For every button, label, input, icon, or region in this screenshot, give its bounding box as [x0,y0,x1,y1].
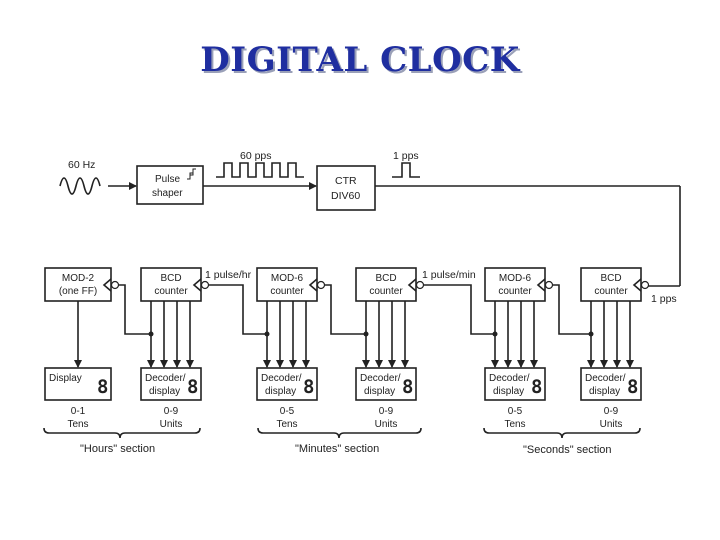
seconds-section-label: "Seconds" section [523,444,612,456]
counter-sublabel-1: counter [154,286,188,297]
display-label-4: Decoder/ [489,373,530,384]
digit-range-1: 0-9 [164,406,179,417]
digit-place-5: Units [600,419,623,430]
pulse-min-label: 1 pulse/min [422,269,476,281]
60pps-label: 60 pps [240,150,272,162]
counter-box-2 [256,267,318,302]
digit-range-0: 0-1 [71,406,86,417]
clock-bubble-0 [110,280,120,290]
clock-bubble-4 [544,280,554,290]
sine-wave-icon [59,177,101,195]
clock-triangle-3 [407,278,417,292]
ctr-label: CTR [335,175,357,187]
display-label-2: Decoder/ [261,373,302,384]
digit-place-1: Units [160,419,183,430]
counter-label-1: BCD [160,273,181,284]
digit-place-4: Tens [504,419,525,430]
schmitt-trigger-icon [187,168,196,180]
hours-section-label: "Hours" section [80,443,155,455]
clock-triangle-0 [102,278,112,292]
pulse-shaper-box [136,165,204,205]
display-box-0 [44,367,112,401]
digit-place-2: Tens [276,419,297,430]
clock-bubble-3 [415,280,425,290]
carry-line-0 [119,284,151,335]
clock-triangle-2 [308,278,318,292]
display-box-4 [484,367,546,401]
digit-range-2: 0-5 [280,406,295,417]
counter-label-0: MOD-2 [62,273,95,284]
counter-label-3: BCD [375,273,396,284]
seven-segment-digit-0: 8 [97,376,108,398]
counter-box-5 [580,267,642,302]
digit-range-5: 0-9 [604,406,619,417]
digit-range-4: 0-5 [508,406,523,417]
pulse-shaper-label: Pulse [155,174,180,185]
counter-sublabel-0: (one FF) [59,286,97,297]
carry-line-2 [553,284,591,335]
display-sublabel-4: display [493,386,524,397]
section-carry-line-1 [424,284,495,335]
digit-place-0: Tens [67,419,88,430]
clock-triangle-1 [192,278,202,292]
counter-label-4: MOD-6 [499,273,532,284]
clock-bubble-5 [640,280,650,290]
clock-bubble-2 [316,280,326,290]
display-sublabel-3: display [364,386,395,397]
section-brace-0 [43,427,201,439]
counter-box-4 [484,267,546,302]
counter-sublabel-4: counter [498,286,532,297]
clock-triangle-5 [632,278,642,292]
carry-line-1 [325,284,366,335]
section-brace-1 [257,427,422,439]
ctr-div-label: DIV60 [331,190,360,202]
pulse-1pps [392,162,420,178]
display-label-5: Decoder/ [585,373,626,384]
section-carry-line-0 [209,284,267,335]
counter-sublabel-5: counter [594,286,628,297]
counter-label-5: BCD [600,273,621,284]
clock-bubble-1 [200,280,210,290]
pulse-train-60pps [216,162,304,178]
clock-triangle-4 [536,278,546,292]
seven-segment-digit-1: 8 [187,376,198,398]
counter-sublabel-2: counter [270,286,304,297]
minutes-section-label: "Minutes" section [295,443,379,455]
counter-sublabel-3: counter [369,286,403,297]
display-sublabel-5: display [589,386,620,397]
counter-label-2: MOD-6 [271,273,304,284]
display-box-3 [355,367,417,401]
pulse-shaper-label-2: shaper [152,188,183,199]
display-label-1: Decoder/ [145,373,186,384]
display-sublabel-2: display [265,386,296,397]
digit-place-3: Units [375,419,398,430]
seven-segment-digit-3: 8 [402,376,413,398]
display-box-2 [256,367,318,401]
seven-segment-digit-5: 8 [627,376,638,398]
display-label-3: Decoder/ [360,373,401,384]
counter-box-0 [44,267,112,302]
counter-box-3 [355,267,417,302]
display-box-5 [580,367,642,401]
display-label-0: Display [49,373,82,384]
1pps-top-label: 1 pps [393,150,419,162]
seven-segment-digit-4: 8 [531,376,542,398]
input-frequency-label: 60 Hz [68,159,95,171]
pulse-hr-label: 1 pulse/hr [205,269,252,281]
section-brace-2 [483,427,641,439]
digit-range-3: 0-9 [379,406,394,417]
ctr-div60-box [316,165,376,211]
display-box-1 [140,367,202,401]
slide-title: DIGITAL CLOCK [200,40,520,80]
seven-segment-digit-2: 8 [303,376,314,398]
display-sublabel-1: display [149,386,180,397]
1pps-right-label: 1 pps [651,293,677,305]
